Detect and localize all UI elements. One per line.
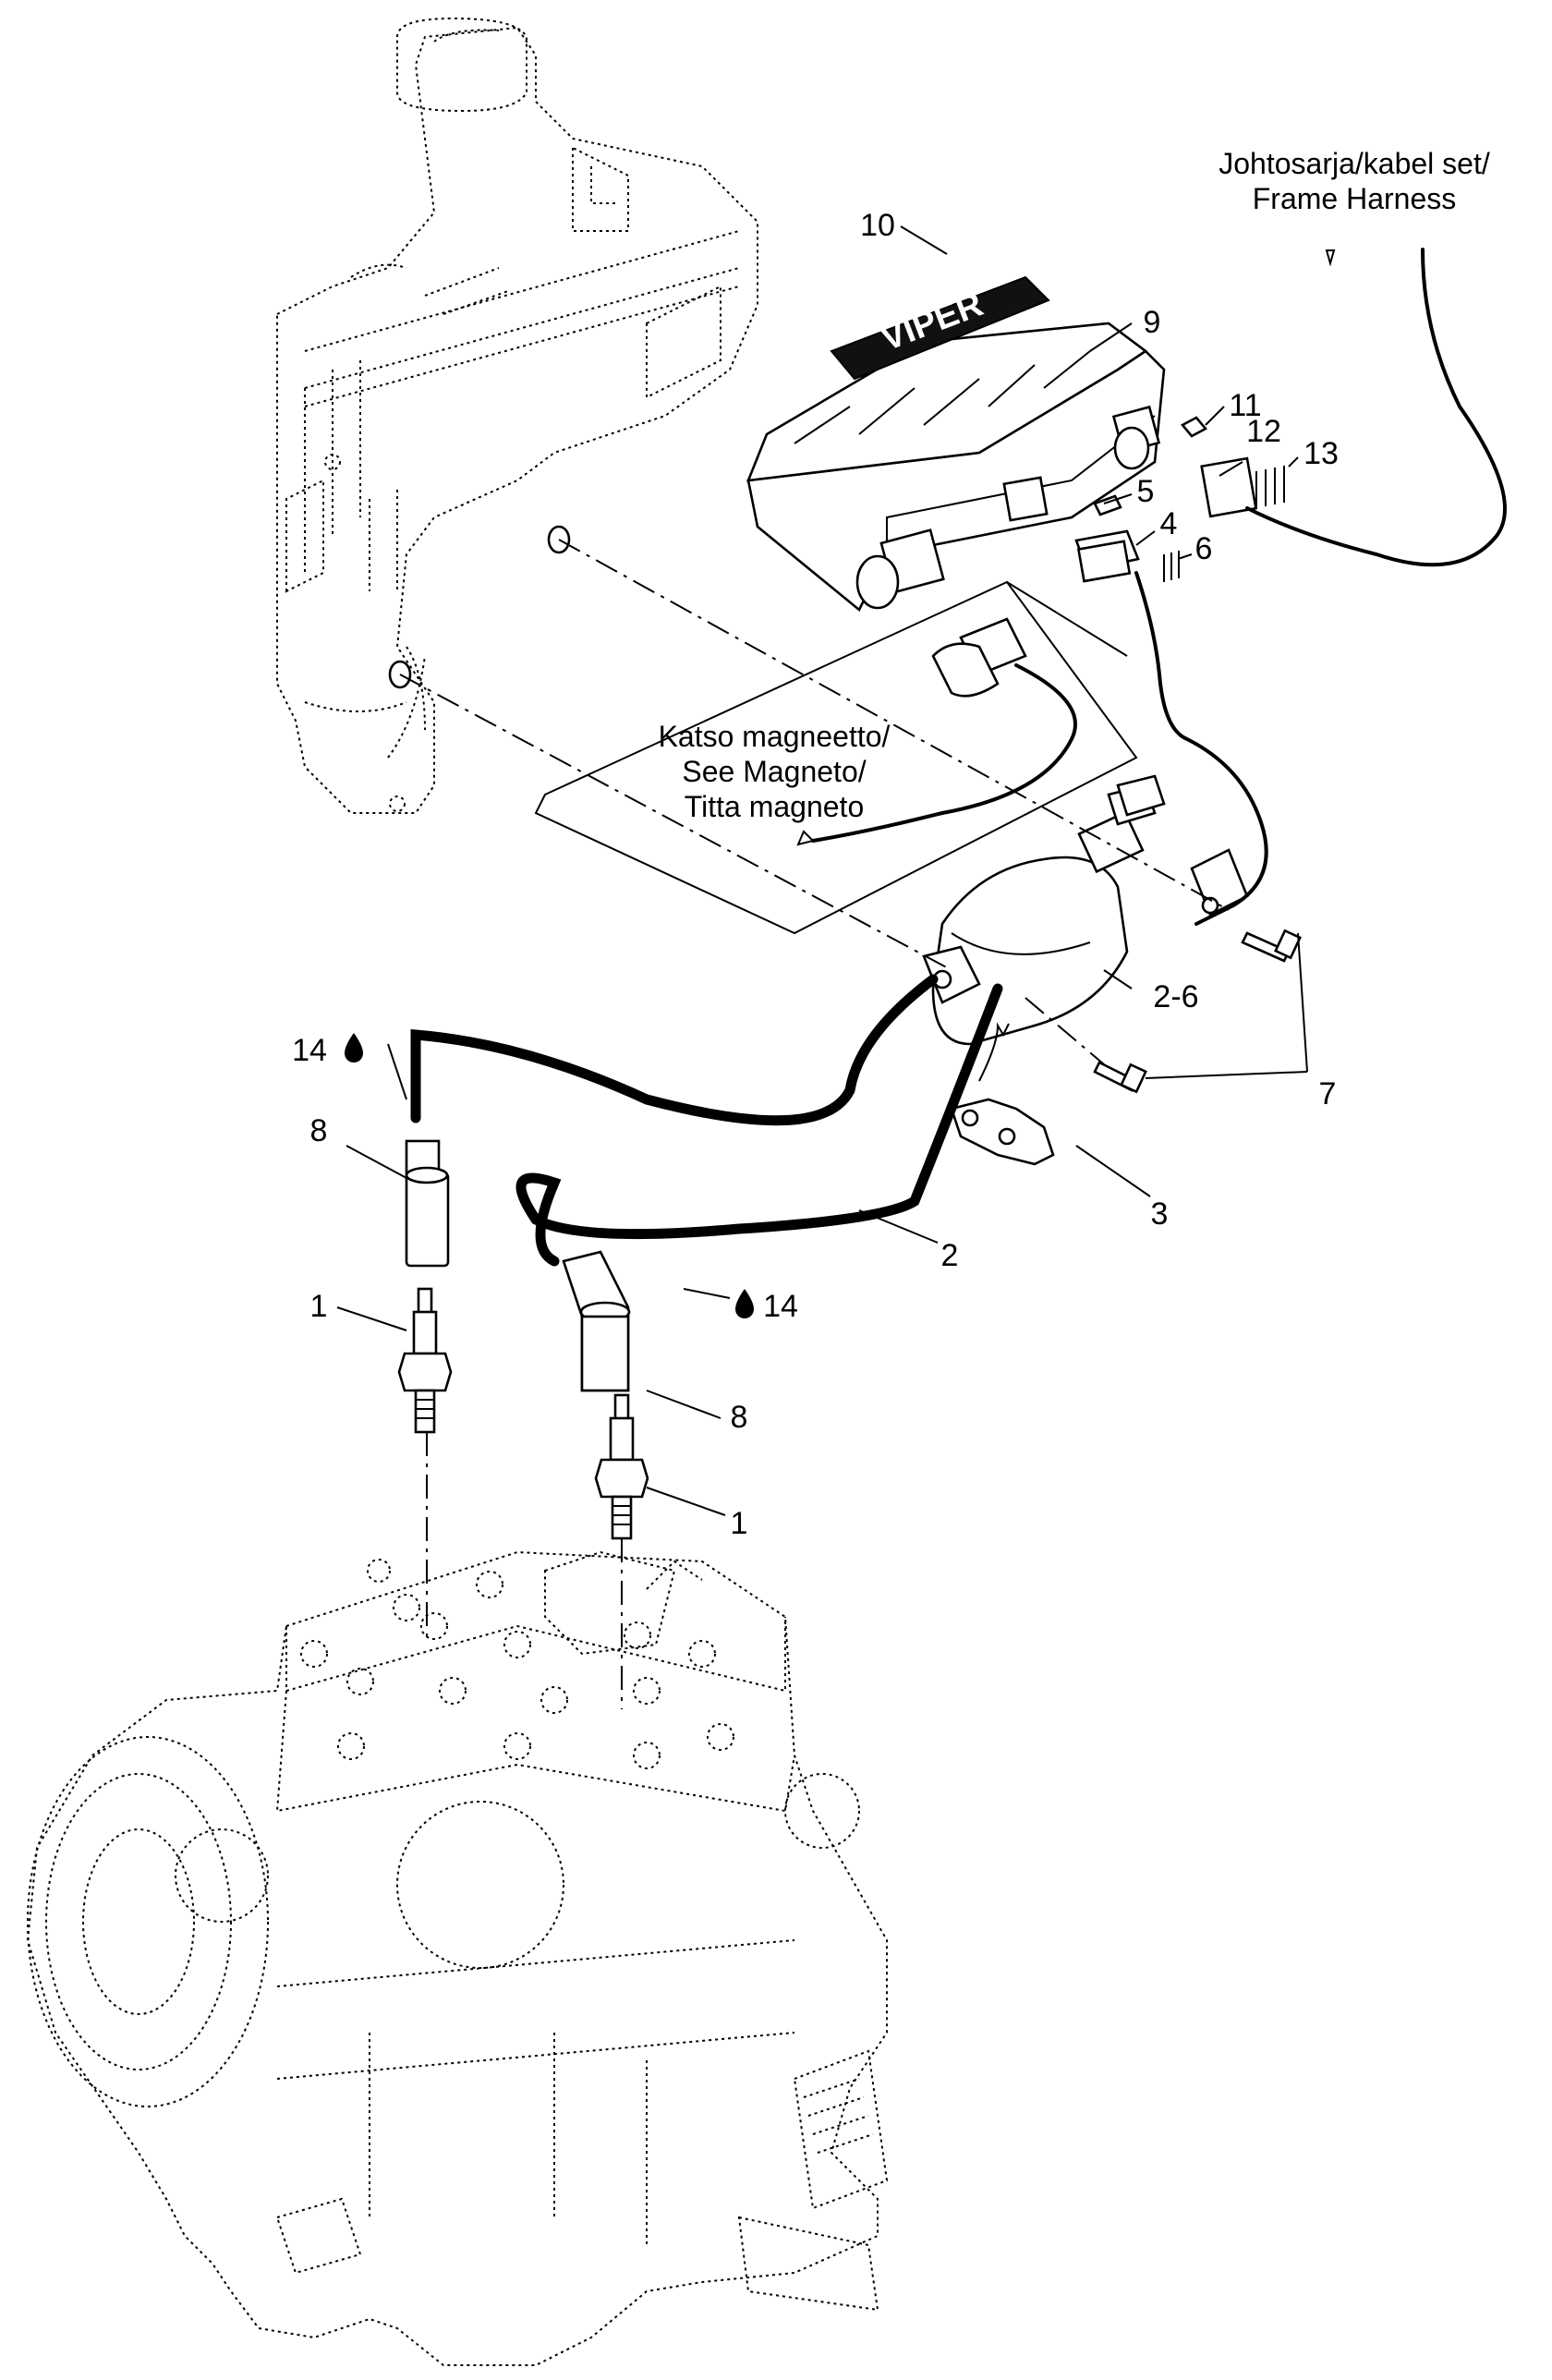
part-callouts: 10 9 11 12 13 5 4 6 2-6 7 3 2 14 14 8 8 … bbox=[292, 208, 1339, 1541]
magneto-label: Katso magneetto/ See Magneto/ Titta magn… bbox=[659, 720, 891, 823]
engine-block bbox=[26, 1550, 889, 2366]
spark-plug-boots bbox=[405, 1139, 631, 1392]
callout-14-left: 14 bbox=[292, 1033, 327, 1068]
assembly-center-lines bbox=[399, 539, 1230, 1709]
mounting-screws bbox=[1093, 929, 1302, 1094]
callout-1-right: 1 bbox=[731, 1506, 748, 1541]
callout-5: 5 bbox=[1137, 474, 1155, 509]
callout-1-left: 1 bbox=[310, 1289, 328, 1324]
callout-10: 10 bbox=[860, 208, 895, 243]
callout-9: 9 bbox=[1144, 305, 1161, 340]
callout-12: 12 bbox=[1246, 414, 1281, 449]
callout-13: 13 bbox=[1303, 436, 1339, 471]
callout-2-6: 2-6 bbox=[1153, 979, 1198, 1014]
callout-3: 3 bbox=[1151, 1196, 1169, 1232]
magneto-connectors bbox=[796, 617, 1077, 846]
oil-drop-icon bbox=[345, 1033, 363, 1062]
callout-2: 2 bbox=[941, 1238, 959, 1273]
cable-clip bbox=[950, 1098, 1055, 1166]
frame-harness-label: Johtosarja/kabel set/ Frame Harness bbox=[1219, 147, 1490, 215]
oil-drop-icon bbox=[735, 1289, 754, 1318]
spark-plugs bbox=[397, 1287, 649, 1540]
harness-connectors bbox=[1074, 248, 1507, 926]
frame-harness-label-line1: Johtosarja/kabel set/ bbox=[1219, 147, 1490, 180]
callout-4: 4 bbox=[1160, 506, 1178, 541]
spark-plug-cables bbox=[410, 974, 1010, 1267]
callout-leaders bbox=[336, 225, 1308, 1516]
oil-tank bbox=[276, 17, 758, 814]
oil-drop-icons bbox=[345, 1033, 754, 1318]
magneto-label-line3: Titta magneto bbox=[685, 790, 864, 823]
callout-7: 7 bbox=[1319, 1076, 1337, 1111]
callout-14-right: 14 bbox=[763, 1289, 798, 1324]
callout-8-left: 8 bbox=[310, 1113, 328, 1148]
magneto-label-line1: Katso magneetto/ bbox=[659, 720, 891, 753]
callout-11: 11 bbox=[1229, 388, 1261, 423]
callout-6: 6 bbox=[1195, 531, 1213, 566]
magneto-reference-box bbox=[534, 580, 1138, 935]
magneto-label-line2: See Magneto/ bbox=[682, 755, 866, 788]
callout-8-right: 8 bbox=[731, 1400, 748, 1435]
frame-harness-label-line2: Frame Harness bbox=[1253, 182, 1457, 215]
ecu-box bbox=[746, 322, 1166, 613]
ignition-coil bbox=[922, 774, 1166, 1046]
